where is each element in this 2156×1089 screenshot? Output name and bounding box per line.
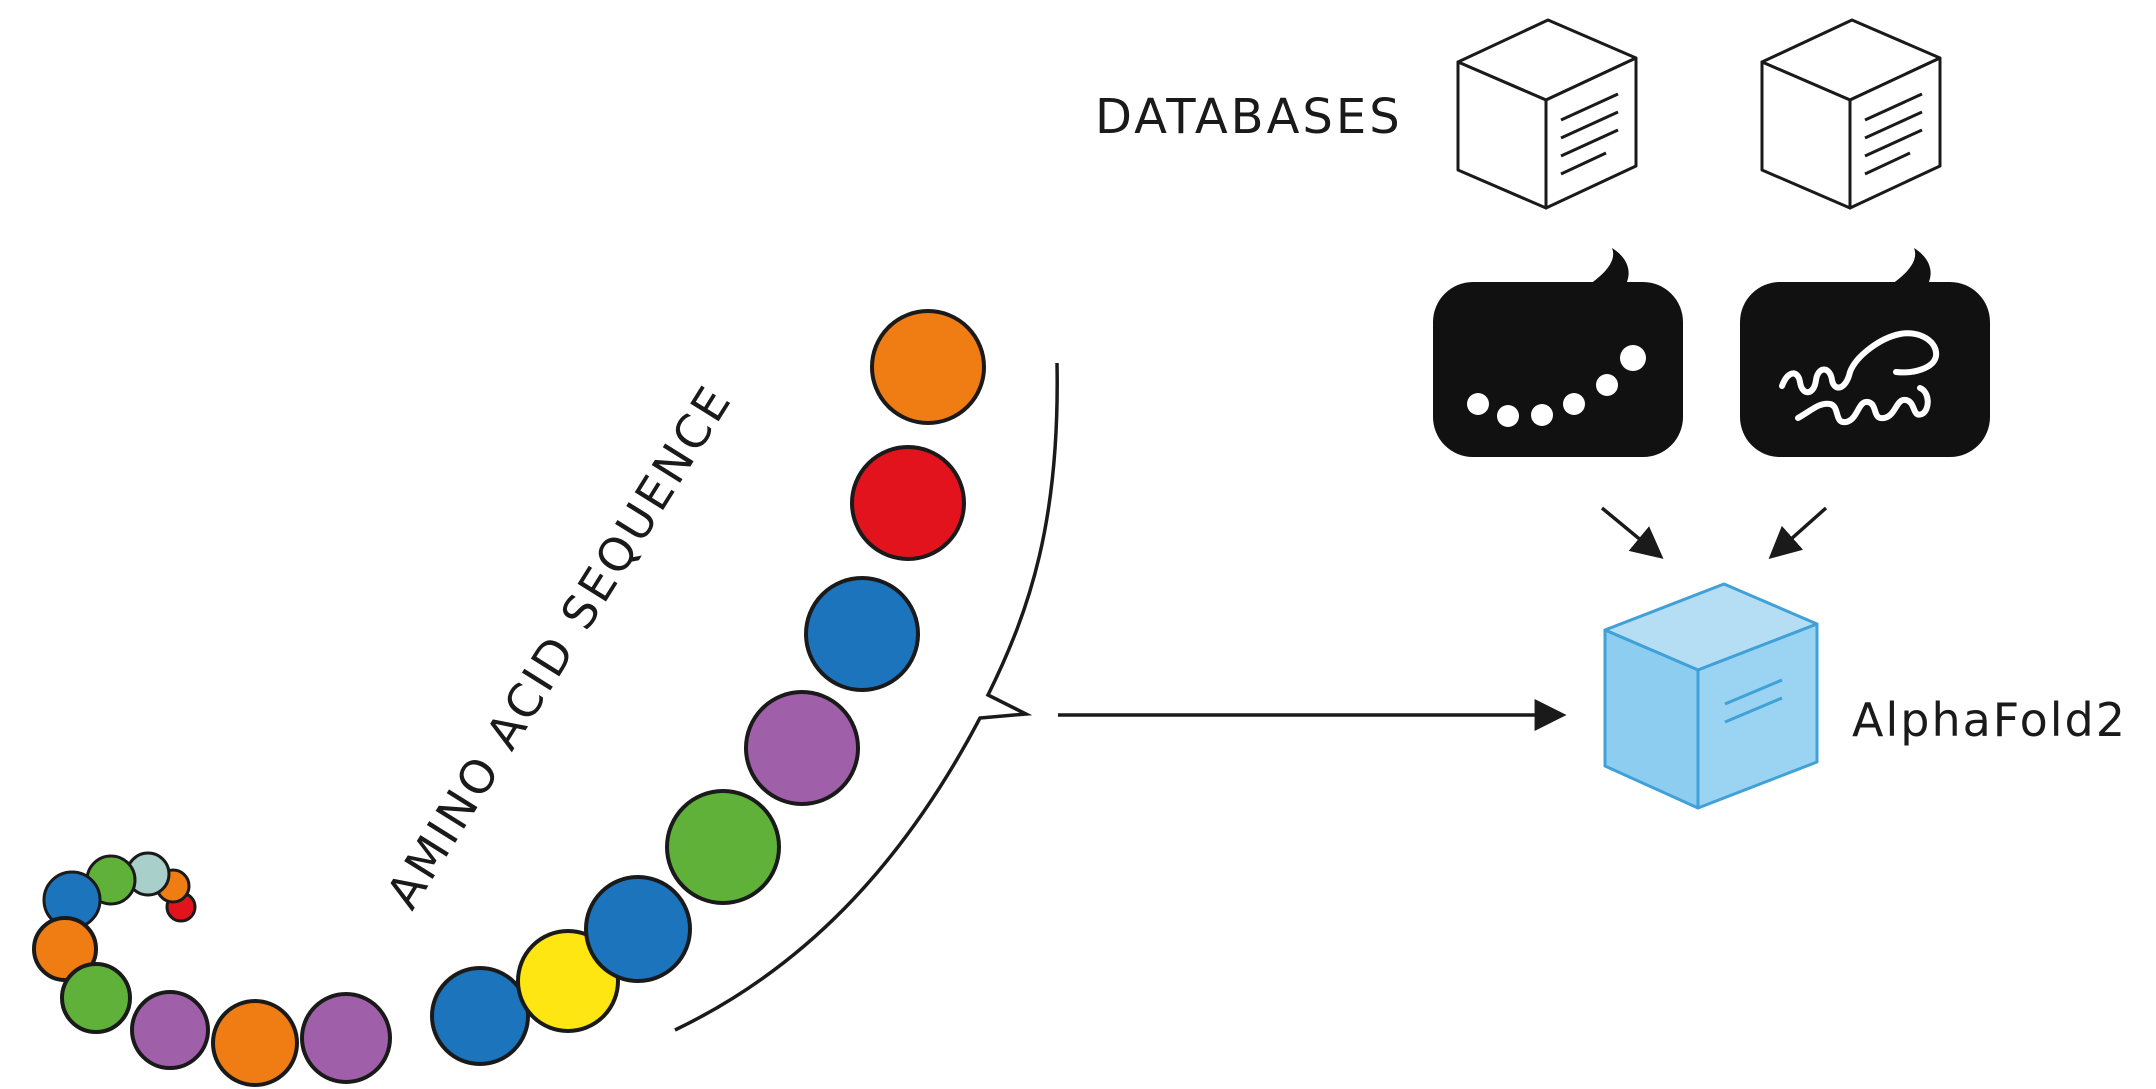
sequence-bracket <box>674 362 1059 1032</box>
alphafold-cube-icon <box>1603 582 1819 810</box>
sequence-speech-bubble-icon <box>1433 248 1683 457</box>
amino-acid-residue <box>211 999 299 1087</box>
amino-acid-residue <box>870 309 986 425</box>
database-cube-icon <box>1456 18 1638 210</box>
amino-acid-residue <box>430 966 530 1066</box>
amino-acid-residue <box>584 875 692 983</box>
amino-acid-residue <box>60 962 132 1034</box>
alphafold-label: AlphaFold2 <box>1852 693 2127 747</box>
amino-acid-residue <box>130 990 210 1070</box>
amino-acid-residue <box>300 992 392 1084</box>
database-arrow-left <box>1600 506 1664 559</box>
amino-acid-residue <box>804 576 920 692</box>
databases-label: DATABASES <box>1095 89 1403 145</box>
amino-acid-residue <box>850 445 966 561</box>
amino-acid-residue <box>665 789 781 905</box>
amino-acid-chain <box>32 309 986 1087</box>
structure-speech-bubble-icon <box>1740 248 1990 457</box>
database-cube-icon <box>1760 18 1942 210</box>
database-arrow-right <box>1768 506 1828 560</box>
amino-acid-residue <box>744 690 860 806</box>
